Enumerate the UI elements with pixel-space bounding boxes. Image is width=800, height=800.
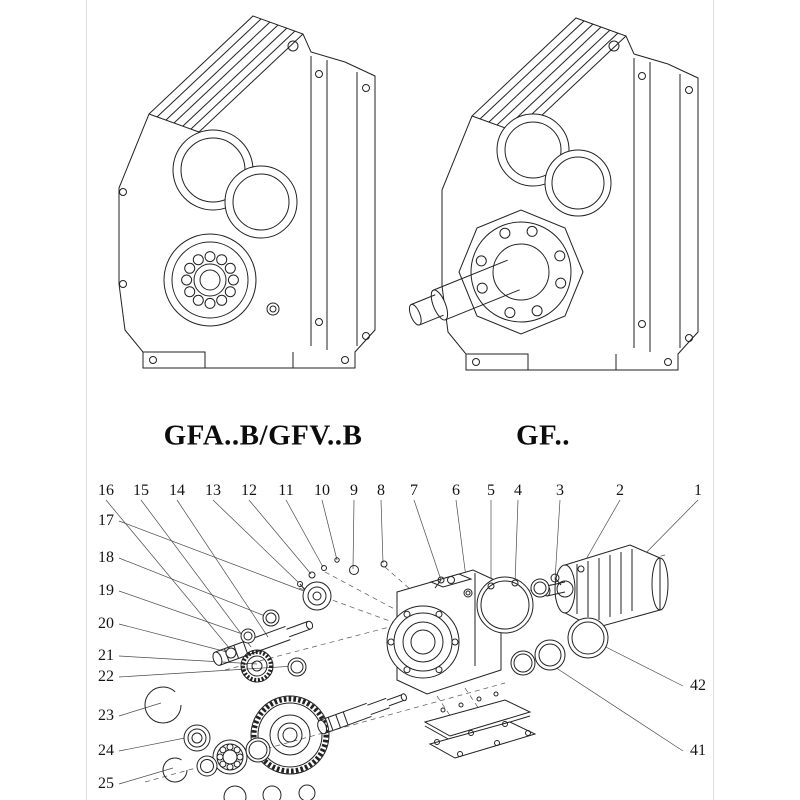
leader-lines xyxy=(105,499,699,785)
cooling-ribs xyxy=(156,18,296,130)
gearbox-drawing-shaft-mounted xyxy=(118,15,376,369)
exploded-view-diagram xyxy=(105,499,699,800)
part-number: 8 xyxy=(377,482,385,499)
part-number: 11 xyxy=(278,482,294,499)
part-number: 9 xyxy=(350,482,358,499)
output-shaft xyxy=(317,693,408,735)
model-label-gfab-gfvb: GFA..B/GFV..B xyxy=(163,419,363,452)
input-gear xyxy=(225,581,332,659)
snap-rings xyxy=(144,686,188,783)
model-label-gf: GF.. xyxy=(515,419,571,452)
cooling-ribs xyxy=(479,20,619,132)
oil-plug xyxy=(119,40,299,316)
part-number: 14 xyxy=(169,482,185,499)
part-number: 7 xyxy=(410,482,418,499)
intermediate-gear xyxy=(240,649,307,683)
part-number: 19 xyxy=(98,582,114,599)
output-gear xyxy=(250,695,330,775)
motor-unit xyxy=(543,544,669,629)
part-number: 22 xyxy=(98,668,114,685)
output-bearing xyxy=(183,724,271,777)
output-shaft xyxy=(408,259,520,326)
part-number: 20 xyxy=(98,615,114,632)
gear-housing xyxy=(386,569,502,695)
part-number: 3 xyxy=(556,482,564,499)
part-number: 16 xyxy=(98,482,114,499)
input-shaft xyxy=(212,620,314,666)
part-number: 23 xyxy=(98,707,114,724)
clipped-bottom-parts xyxy=(223,784,316,800)
part-number: 1 xyxy=(694,482,702,499)
part-number: 17 xyxy=(98,512,114,529)
cover-plate xyxy=(423,691,537,759)
input-bores xyxy=(496,113,612,217)
part-number: 42 xyxy=(690,677,706,694)
output-bearing xyxy=(163,233,257,327)
part-number: 4 xyxy=(514,482,522,499)
part-number: 18 xyxy=(98,549,114,566)
part-number: 10 xyxy=(314,482,330,499)
part-number: 6 xyxy=(452,482,460,499)
part-number: 21 xyxy=(98,647,114,664)
page-edge-left xyxy=(86,0,87,800)
mounting-feet xyxy=(143,351,349,368)
output-flange xyxy=(458,209,584,335)
part-number: 25 xyxy=(98,775,114,792)
washer-41 xyxy=(510,639,566,676)
part-number: 13 xyxy=(205,482,221,499)
side-panel xyxy=(310,56,370,350)
retaining-ring-42 xyxy=(567,617,609,659)
part-number: 15 xyxy=(133,482,149,499)
part-number: 12 xyxy=(241,482,257,499)
o-ring-seal xyxy=(476,565,585,634)
part-number: 41 xyxy=(690,742,706,759)
mounting-feet xyxy=(466,40,672,370)
gearbox-drawing-flange-mounted xyxy=(408,17,699,371)
part-number: 5 xyxy=(487,482,495,499)
page-edge-right xyxy=(713,0,714,800)
part-number: 2 xyxy=(616,482,624,499)
input-bores xyxy=(172,129,298,239)
side-panel xyxy=(633,58,693,352)
part-number: 24 xyxy=(98,742,114,759)
